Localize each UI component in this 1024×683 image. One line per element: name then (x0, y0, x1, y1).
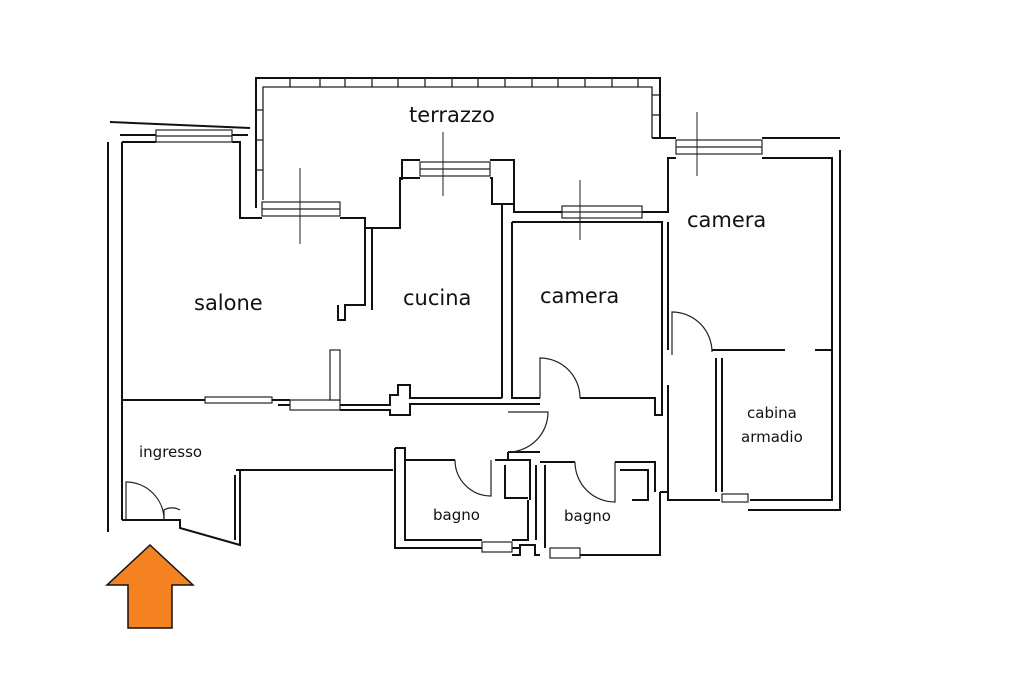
room-label-armadio: armadio (741, 428, 803, 446)
room-label-bagno-left: bagno (433, 506, 480, 524)
room-labels: terrazzo salone cucina camera camera ing… (139, 103, 803, 525)
exterior-walls (107, 121, 841, 556)
room-label-terrazzo: terrazzo (409, 103, 495, 127)
interior-walls (122, 205, 832, 548)
room-label-ingresso: ingresso (139, 443, 202, 461)
doors (125, 311, 713, 521)
section-marks (299, 112, 698, 244)
windows (155, 129, 763, 559)
room-label-camera-center: camera (540, 284, 619, 308)
room-label-camera-right: camera (687, 208, 766, 232)
room-label-salone: salone (194, 291, 263, 315)
terrazzo-area (255, 77, 661, 208)
room-label-cabina: cabina (747, 404, 797, 422)
room-label-cucina: cucina (403, 286, 471, 310)
entrance-arrow-icon (105, 543, 195, 629)
room-label-bagno-right: bagno (564, 507, 611, 525)
